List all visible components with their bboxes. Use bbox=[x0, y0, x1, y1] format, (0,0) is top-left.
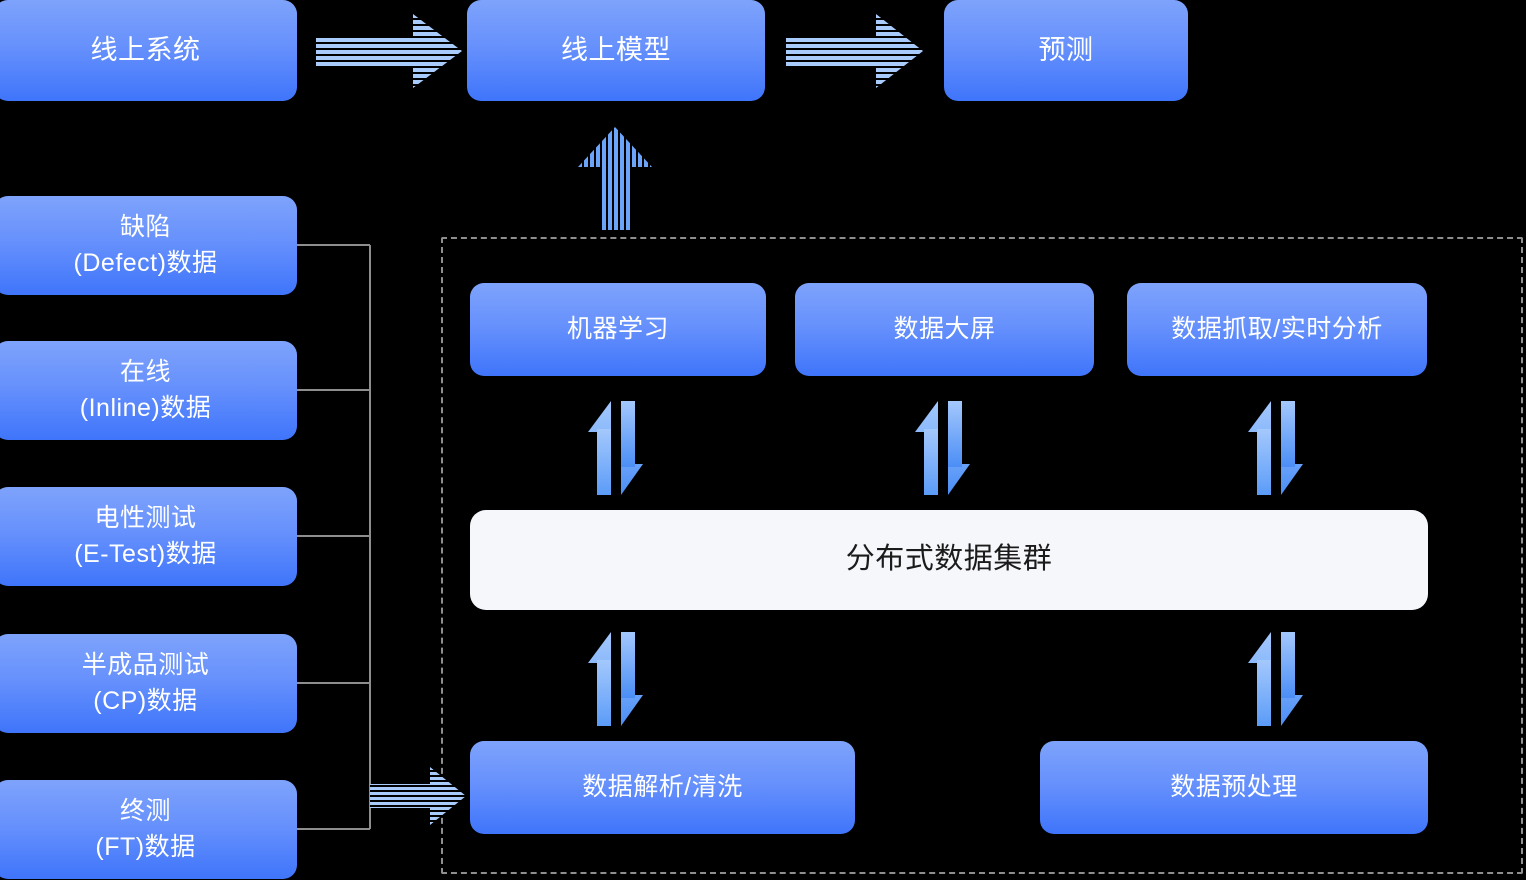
node-online-model[interactable]: 线上模型 bbox=[467, 0, 765, 101]
node-source-ft[interactable]: 终测 (FT)数据 bbox=[0, 780, 297, 879]
node-data-dashboard[interactable]: 数据大屏 bbox=[795, 283, 1094, 376]
node-source-defect-line1: 缺陷 bbox=[119, 213, 171, 241]
node-source-inline-line2: (Inline)数据 bbox=[79, 393, 212, 422]
node-prediction-label: 预测 bbox=[1038, 35, 1094, 66]
node-data-parsing-cleaning-label: 数据解析/清洗 bbox=[582, 772, 743, 801]
node-source-inline-line1: 在线 bbox=[119, 358, 171, 386]
node-source-ft-line1: 终测 bbox=[119, 797, 171, 825]
node-distributed-data-cluster-label: 分布式数据集群 bbox=[845, 543, 1053, 576]
node-source-cp[interactable]: 半成品测试 (CP)数据 bbox=[0, 634, 297, 733]
node-data-dashboard-label: 数据大屏 bbox=[893, 314, 996, 343]
node-source-cp-line2: (CP)数据 bbox=[93, 686, 198, 715]
node-prediction[interactable]: 预测 bbox=[944, 0, 1188, 101]
node-machine-learning[interactable]: 机器学习 bbox=[470, 283, 766, 376]
node-source-ft-line2: (FT)数据 bbox=[95, 832, 196, 861]
node-source-etest-line1: 电性测试 bbox=[94, 504, 197, 532]
node-data-capture-realtime-analysis-label: 数据抓取/实时分析 bbox=[1171, 314, 1383, 343]
node-source-cp-line1: 半成品测试 bbox=[81, 651, 210, 679]
arrow-platform-to-model-up bbox=[578, 127, 652, 230]
node-source-defect-line2: (Defect)数据 bbox=[73, 248, 218, 277]
node-source-defect[interactable]: 缺陷 (Defect)数据 bbox=[0, 196, 297, 295]
node-online-model-label: 线上模型 bbox=[561, 35, 671, 66]
biarrow-cluster-preprocessing bbox=[1248, 632, 1303, 726]
arrow-model-to-prediction bbox=[786, 14, 923, 88]
node-data-preprocessing-label: 数据预处理 bbox=[1170, 772, 1298, 801]
node-online-system[interactable]: 线上系统 bbox=[0, 0, 297, 101]
node-data-preprocessing[interactable]: 数据预处理 bbox=[1040, 741, 1428, 834]
arrow-sources-to-parsing bbox=[370, 767, 466, 825]
node-online-system-line1: 线上系统 bbox=[90, 35, 201, 66]
node-source-etest[interactable]: 电性测试 (E-Test)数据 bbox=[0, 487, 297, 586]
biarrow-capture-cluster bbox=[1248, 401, 1303, 495]
node-data-capture-realtime-analysis[interactable]: 数据抓取/实时分析 bbox=[1127, 283, 1427, 376]
node-machine-learning-label: 机器学习 bbox=[566, 314, 669, 343]
biarrow-ml-cluster bbox=[588, 401, 643, 495]
node-data-parsing-cleaning[interactable]: 数据解析/清洗 bbox=[470, 741, 855, 834]
node-source-inline[interactable]: 在线 (Inline)数据 bbox=[0, 341, 297, 440]
arrow-online-system-to-model bbox=[316, 14, 462, 88]
node-source-etest-line2: (E-Test)数据 bbox=[74, 539, 217, 568]
biarrow-dashboard-cluster bbox=[915, 401, 970, 495]
platform-dashed-boundary bbox=[441, 237, 1523, 874]
biarrow-cluster-parsing bbox=[588, 632, 643, 726]
node-distributed-data-cluster[interactable]: 分布式数据集群 bbox=[470, 510, 1428, 610]
